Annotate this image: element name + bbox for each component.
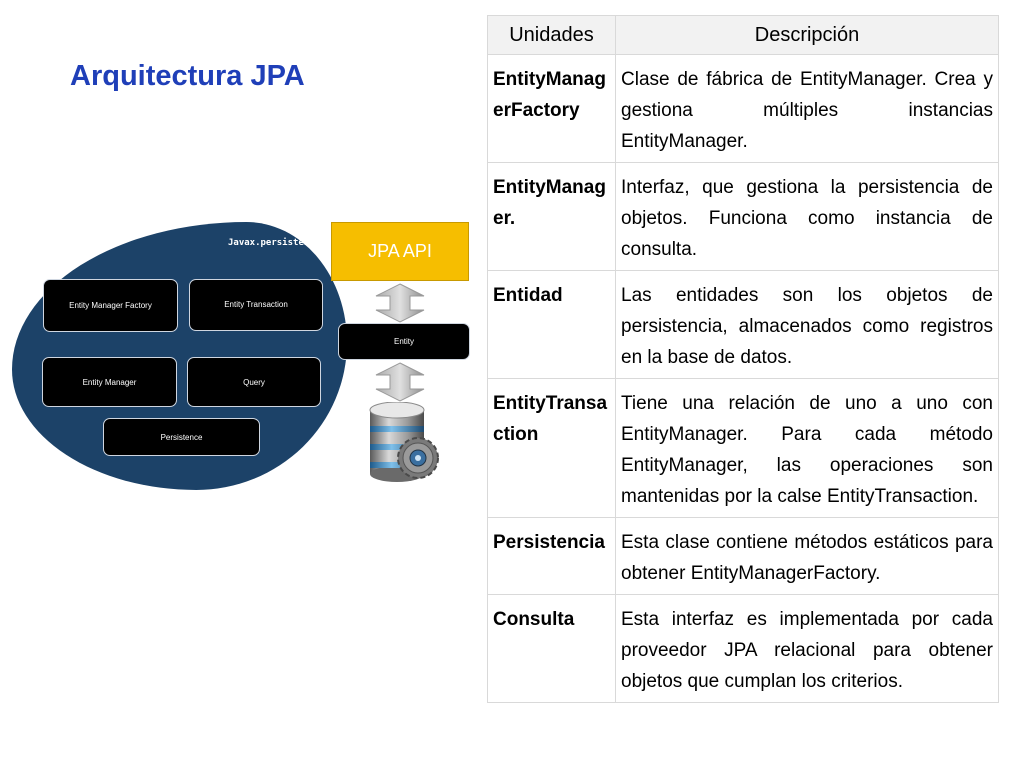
term-cell: Persistencia <box>487 517 616 595</box>
double-arrow-icon <box>375 362 425 402</box>
definitions-table: Unidades Descripción EntityManagerFactor… <box>487 15 999 703</box>
description-cell: Interfaz, que gestiona la persistencia d… <box>615 162 999 271</box>
term-cell: Entidad <box>487 270 616 379</box>
description-cell: Esta clase contiene métodos estáticos pa… <box>615 517 999 595</box>
term-cell: EntityTransaction <box>487 378 616 518</box>
description-cell: Esta interfaz es implementada por cada p… <box>615 594 999 703</box>
entity-transaction-box: Entity Transaction <box>189 279 323 331</box>
column-header-description: Descripción <box>615 15 999 55</box>
table-row: Entidad Las entidades son los objetos de… <box>487 270 999 379</box>
table-row: EntityManagerFactory Clase de fábrica de… <box>487 54 999 163</box>
description-cell: Clase de fábrica de EntityManager. Crea … <box>615 54 999 163</box>
description-cell: Las entidades son los objetos de persist… <box>615 270 999 379</box>
term-cell: Consulta <box>487 594 616 703</box>
term-cell: EntityManagerFactory <box>487 54 616 163</box>
table-header-row: Unidades Descripción <box>487 15 999 55</box>
double-arrow-icon <box>375 283 425 323</box>
entity-manager-factory-box: Entity Manager Factory <box>43 279 178 332</box>
page-title: Arquitectura JPA <box>70 60 305 92</box>
table-row: EntityManager. Interfaz, que gestiona la… <box>487 162 999 271</box>
table-row: EntityTransaction Tiene una relación de … <box>487 378 999 518</box>
entity-box: Entity <box>338 323 470 360</box>
entity-manager-box: Entity Manager <box>42 357 177 407</box>
table-row: Persistencia Esta clase contiene métodos… <box>487 517 999 595</box>
persistence-box: Persistence <box>103 418 260 456</box>
column-header-units: Unidades <box>487 15 616 55</box>
description-cell: Tiene una relación de uno a uno con Enti… <box>615 378 999 518</box>
package-label: Javax.persistence <box>228 238 321 248</box>
term-cell: EntityManager. <box>487 162 616 271</box>
database-gear-icon <box>369 402 439 482</box>
jpa-api-box: JPA API <box>331 222 469 281</box>
query-box: Query <box>187 357 321 407</box>
table-row: Consulta Esta interfaz es implementada p… <box>487 594 999 703</box>
